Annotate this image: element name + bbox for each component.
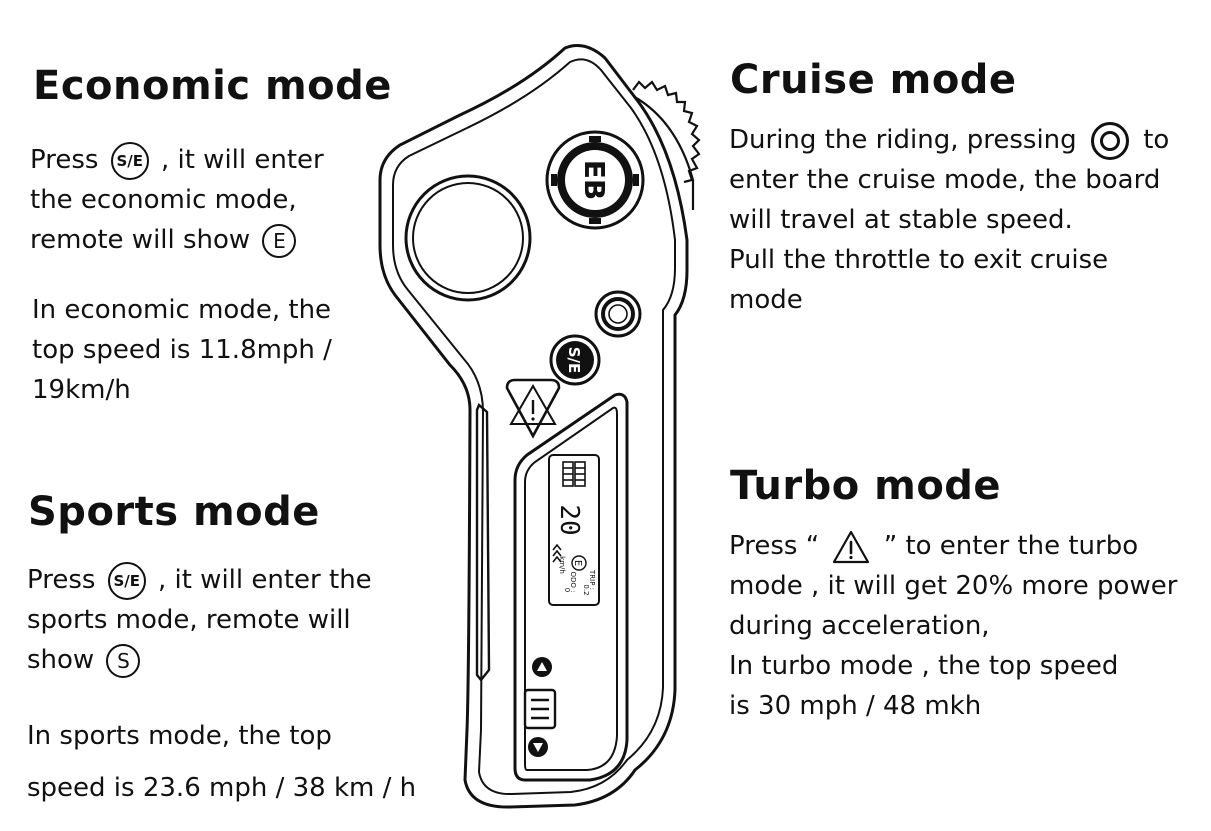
se-button-label: S/E — [565, 347, 583, 374]
sports-line1-end: , it will enter the — [157, 565, 372, 595]
warning-triangle-icon — [833, 530, 870, 563]
cruise-line1-end: to — [1143, 125, 1170, 155]
sports-line3: show — [27, 645, 95, 675]
cruise-line: will travel at stable speed. — [729, 205, 1073, 235]
battery-indicator — [562, 461, 586, 487]
cruise-line1-start: During the riding, pressing — [729, 125, 1077, 155]
throttle-down-button — [528, 737, 548, 757]
sports-speed-text: In sports mode, the top speed is 23.6 mp… — [27, 710, 416, 814]
turbo-line: during acceleration, — [729, 611, 990, 641]
se-button: S/E — [549, 334, 601, 386]
lcd-display: 20 E km/h TRIP : 0.2 ODO : 0 — [548, 454, 600, 606]
economic-line3: remote will show — [30, 225, 251, 255]
se-button-icon: S/E — [107, 561, 146, 600]
lcd-speed: 20 — [554, 504, 584, 535]
throttle-up-button — [532, 657, 552, 677]
lcd-unit: km/h — [558, 556, 566, 574]
cruise-line: Pull the throttle to exit cruise — [729, 245, 1109, 275]
throttle-slider — [523, 688, 557, 730]
economic-mode-description: Press S/E , it will enter the economic m… — [30, 140, 324, 260]
economic-speed-line: In economic mode, the — [32, 295, 332, 325]
turbo-button — [505, 378, 561, 439]
economic-line2: the economic mode, — [30, 185, 297, 215]
cruise-mode-title: Cruise mode — [730, 57, 1017, 103]
remote-control-illustration: EB S/E 20 E km/h TRIP : 0.2 ODO : — [378, 44, 701, 809]
cruise-line: enter the cruise mode, the board — [729, 165, 1161, 195]
economic-line1-start: Press — [30, 145, 99, 175]
logo-text: EB — [578, 160, 611, 200]
sports-mode-title: Sports mode — [28, 489, 320, 535]
lcd-mode-indicator — [571, 555, 587, 571]
cruise-line: mode — [729, 285, 803, 315]
economic-speed-line: 19km/h — [32, 375, 131, 405]
sports-speed-line: speed is 23.6 mph / 38 km / h — [27, 773, 417, 803]
se-button-icon: S/E — [110, 141, 149, 180]
cruise-mode-description: During the riding, pressing to enter the… — [729, 120, 1169, 320]
turbo-line: is 30 mph / 48 mkh — [729, 691, 982, 721]
sports-mode-description: Press S/E , it will enter the sports mod… — [27, 560, 372, 680]
lcd-chevrons — [552, 543, 562, 563]
cruise-button — [594, 290, 642, 338]
e-mode-icon: E — [262, 223, 297, 258]
economic-speed-line: top speed is 11.8mph / — [32, 335, 332, 365]
side-slot — [475, 402, 491, 682]
turbo-mode-description: Press “ ” to enter the turbo mode , it w… — [729, 526, 1177, 726]
sports-line1-start: Press — [27, 565, 96, 595]
lcd-odo-label: ODO : — [569, 572, 577, 593]
logo-badge: EB — [545, 130, 645, 230]
turbo-line: mode , it will get 20% more power — [729, 571, 1178, 601]
turbo-line1-start: Press “ — [729, 531, 820, 561]
s-mode-icon: S — [106, 643, 141, 678]
economic-mode-title: Economic mode — [33, 63, 392, 109]
economic-speed-text: In economic mode, the top speed is 11.8m… — [32, 290, 332, 410]
lcd-mode-letter: E — [572, 560, 583, 566]
cruise-button-icon — [1090, 121, 1129, 160]
turbo-line1-end: ” to enter the turbo — [883, 531, 1139, 561]
economic-line1-end: , it will enter — [160, 145, 324, 175]
sports-speed-line: In sports mode, the top — [27, 721, 332, 751]
sports-line2: sports mode, remote will — [27, 605, 351, 635]
lcd-odo-value: 0 — [563, 588, 571, 592]
lcd-trip-label: TRIP : — [588, 569, 596, 590]
thumb-pad — [404, 174, 532, 302]
turbo-line: In turbo mode , the top speed — [729, 651, 1119, 681]
turbo-mode-title: Turbo mode — [730, 463, 1002, 509]
lcd-trip-value: 0.2 — [582, 584, 590, 595]
